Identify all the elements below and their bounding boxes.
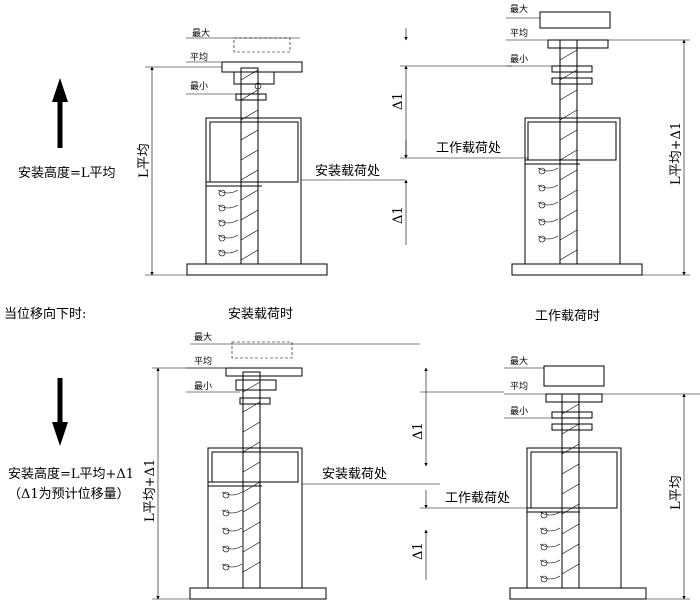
dimension-delta-2a xyxy=(400,28,512,158)
drawing-bottom-working xyxy=(420,365,700,600)
callout-working-load-4: 工作载荷处 xyxy=(445,491,510,506)
level-avg-1: 平均 xyxy=(190,51,208,63)
level-avg-3: 平均 xyxy=(194,355,212,367)
up-direction-arrow-icon xyxy=(52,78,68,148)
caption-install-load: 安装载荷时 xyxy=(228,307,293,322)
down-install-height-label: 安装高度=L平均+Δ1 xyxy=(8,466,134,482)
drawing-bottom-install xyxy=(152,341,420,600)
level-avg-2: 平均 xyxy=(510,27,528,39)
dimension-label-delta-4b: Δ1 xyxy=(411,542,426,560)
callout-install-load-1: 安装载荷处 xyxy=(315,164,380,179)
level-max-3: 最大 xyxy=(194,331,212,343)
dimension-label-delta-3a: Δ1 xyxy=(411,422,426,440)
level-avg-4: 平均 xyxy=(510,380,528,392)
dimension-label-l-avg-plus-delta-3: L平均+Δ1 xyxy=(143,459,158,522)
caption-working-load: 工作载荷时 xyxy=(535,309,600,324)
down-note-label: （Δ1为预计位移量） xyxy=(8,487,130,502)
level-min-2: 最小 xyxy=(510,54,528,65)
dimension-label-l-avg-plus-delta-2: L平均+Δ1 xyxy=(669,122,684,185)
dimension-label-delta-2a: Δ1 xyxy=(391,92,406,110)
level-min-4: 最小 xyxy=(510,406,528,417)
level-max-2: 最大 xyxy=(510,3,528,15)
up-install-height-label: 安装高度=L平均 xyxy=(18,165,116,181)
level-max-4: 最大 xyxy=(510,355,528,367)
dimension-label-delta-2b: Δ1 xyxy=(391,206,406,224)
dimension-label-l-avg-4: L平均 xyxy=(669,475,684,510)
callout-working-load-2: 工作载荷处 xyxy=(436,141,501,156)
level-min-1: 最小 xyxy=(190,81,208,92)
drawing-top-working xyxy=(506,11,690,276)
callout-install-load-3: 安装载荷处 xyxy=(322,467,387,482)
down-direction-arrow-icon xyxy=(52,378,68,446)
level-max-1: 最大 xyxy=(192,27,210,39)
drawing-top-install xyxy=(145,37,328,276)
down-condition-label: 当位移向下时: xyxy=(4,306,86,322)
dimension-label-l-avg-1: L平均 xyxy=(137,143,152,178)
level-min-3: 最小 xyxy=(194,381,212,392)
